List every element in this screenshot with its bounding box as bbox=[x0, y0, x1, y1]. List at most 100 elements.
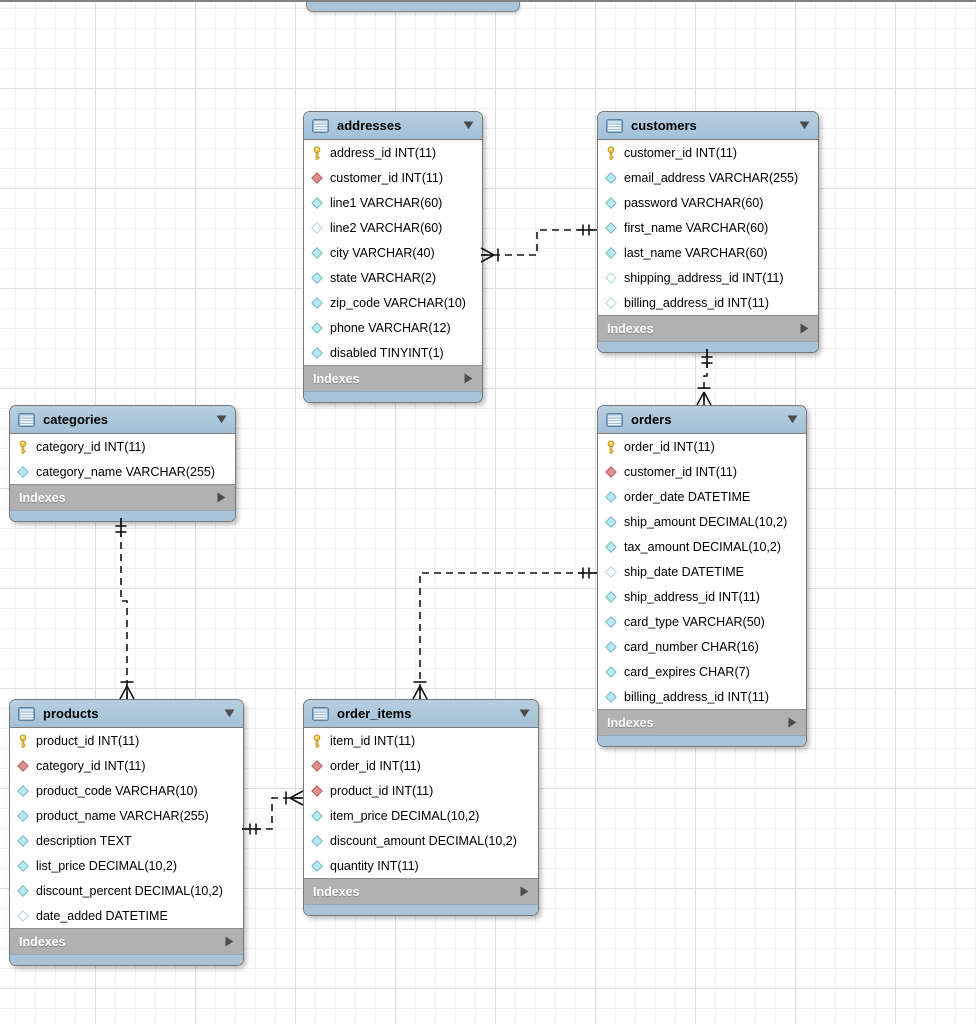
field-row[interactable]: customer_id INT(11) bbox=[304, 165, 482, 190]
field-row[interactable]: category_id INT(11) bbox=[10, 753, 243, 778]
table-title: addresses bbox=[337, 118, 402, 133]
field-row[interactable]: state VARCHAR(2) bbox=[304, 265, 482, 290]
field-row[interactable]: line1 VARCHAR(60) bbox=[304, 190, 482, 215]
field-row[interactable]: item_id INT(11) bbox=[304, 728, 538, 753]
field-label: discount_percent DECIMAL(10,2) bbox=[36, 883, 223, 898]
table-header[interactable]: customers bbox=[598, 112, 818, 140]
field-row[interactable]: item_price DECIMAL(10,2) bbox=[304, 803, 538, 828]
expand-arrow-icon[interactable] bbox=[788, 717, 797, 728]
expand-arrow-icon[interactable] bbox=[464, 373, 473, 384]
field-row[interactable]: phone VARCHAR(12) bbox=[304, 315, 482, 340]
table-title: orders bbox=[631, 412, 672, 427]
table-footer bbox=[598, 341, 818, 352]
expand-arrow-icon[interactable] bbox=[217, 492, 226, 503]
table-fields: customer_id INT(11)email_address VARCHAR… bbox=[598, 140, 818, 315]
field-row[interactable]: ship_address_id INT(11) bbox=[598, 584, 806, 609]
field-row[interactable]: ship_date DATETIME bbox=[598, 559, 806, 584]
table-icon bbox=[606, 118, 623, 133]
key-icon bbox=[311, 145, 323, 160]
column-icon bbox=[17, 809, 29, 822]
table-header[interactable]: products bbox=[10, 700, 243, 728]
indexes-bar[interactable]: Indexes bbox=[598, 709, 806, 735]
field-row[interactable]: shipping_address_id INT(11) bbox=[598, 265, 818, 290]
relationship-customers-addresses[interactable] bbox=[480, 224, 597, 263]
field-row[interactable]: list_price DECIMAL(10,2) bbox=[10, 853, 243, 878]
field-row[interactable]: ship_amount DECIMAL(10,2) bbox=[598, 509, 806, 534]
indexes-bar[interactable]: Indexes bbox=[10, 484, 235, 510]
field-row[interactable]: tax_amount DECIMAL(10,2) bbox=[598, 534, 806, 559]
collapse-arrow-icon[interactable] bbox=[787, 415, 798, 424]
field-row[interactable]: address_id INT(11) bbox=[304, 140, 482, 165]
relationship-categories-products[interactable] bbox=[115, 518, 135, 700]
field-row[interactable]: order_date DATETIME bbox=[598, 484, 806, 509]
field-row[interactable]: card_type VARCHAR(50) bbox=[598, 609, 806, 634]
field-row[interactable]: product_code VARCHAR(10) bbox=[10, 778, 243, 803]
relationship-orders-order_items[interactable] bbox=[412, 567, 597, 700]
field-row[interactable]: zip_code VARCHAR(10) bbox=[304, 290, 482, 315]
collapse-arrow-icon[interactable] bbox=[519, 709, 530, 718]
relationship-customers-orders[interactable] bbox=[696, 349, 713, 406]
field-row[interactable]: city VARCHAR(40) bbox=[304, 240, 482, 265]
field-label: description TEXT bbox=[36, 833, 132, 848]
field-row[interactable]: order_id INT(11) bbox=[304, 753, 538, 778]
field-row[interactable]: discount_percent DECIMAL(10,2) bbox=[10, 878, 243, 903]
column-icon bbox=[311, 859, 323, 872]
field-label: phone VARCHAR(12) bbox=[330, 320, 451, 335]
indexes-bar[interactable]: Indexes bbox=[598, 315, 818, 341]
field-row[interactable]: last_name VARCHAR(60) bbox=[598, 240, 818, 265]
field-label: product_code VARCHAR(10) bbox=[36, 783, 198, 798]
field-row[interactable]: disabled TINYINT(1) bbox=[304, 340, 482, 365]
expand-arrow-icon[interactable] bbox=[225, 936, 234, 947]
key-icon bbox=[17, 733, 29, 748]
field-row[interactable]: customer_id INT(11) bbox=[598, 140, 818, 165]
field-row[interactable]: category_name VARCHAR(255) bbox=[10, 459, 235, 484]
indexes-label: Indexes bbox=[19, 490, 66, 505]
foreign-key-icon bbox=[311, 759, 323, 772]
table-header[interactable]: orders bbox=[598, 406, 806, 434]
field-row[interactable]: line2 VARCHAR(60) bbox=[304, 215, 482, 240]
field-row[interactable]: product_id INT(11) bbox=[10, 728, 243, 753]
expand-arrow-icon[interactable] bbox=[520, 886, 529, 897]
field-row[interactable]: customer_id INT(11) bbox=[598, 459, 806, 484]
indexes-bar[interactable]: Indexes bbox=[10, 928, 243, 954]
field-row[interactable]: category_id INT(11) bbox=[10, 434, 235, 459]
field-row[interactable]: card_expires CHAR(7) bbox=[598, 659, 806, 684]
table-header[interactable]: categories bbox=[10, 406, 235, 434]
field-label: password VARCHAR(60) bbox=[624, 195, 764, 210]
table-header[interactable]: order_items bbox=[304, 700, 538, 728]
field-row[interactable]: password VARCHAR(60) bbox=[598, 190, 818, 215]
field-label: date_added DATETIME bbox=[36, 908, 168, 923]
column-icon bbox=[605, 246, 617, 259]
field-row[interactable]: first_name VARCHAR(60) bbox=[598, 215, 818, 240]
field-row[interactable]: product_id INT(11) bbox=[304, 778, 538, 803]
foreign-key-icon bbox=[311, 784, 323, 797]
field-row[interactable]: billing_address_id INT(11) bbox=[598, 290, 818, 315]
indexes-bar[interactable]: Indexes bbox=[304, 878, 538, 904]
field-row[interactable]: date_added DATETIME bbox=[10, 903, 243, 928]
field-row[interactable]: description TEXT bbox=[10, 828, 243, 853]
table-addresses[interactable]: addresses address_id INT(11)customer_id I… bbox=[303, 111, 483, 403]
key-icon bbox=[17, 439, 29, 454]
relationship-products-order_items[interactable] bbox=[242, 790, 304, 835]
table-orders[interactable]: orders order_id INT(11)customer_id INT(11… bbox=[597, 405, 807, 747]
table-header[interactable]: addresses bbox=[304, 112, 482, 140]
field-row[interactable]: discount_amount DECIMAL(10,2) bbox=[304, 828, 538, 853]
collapse-arrow-icon[interactable] bbox=[463, 121, 474, 130]
field-row[interactable]: email_address VARCHAR(255) bbox=[598, 165, 818, 190]
expand-arrow-icon[interactable] bbox=[800, 323, 809, 334]
collapse-arrow-icon[interactable] bbox=[799, 121, 810, 130]
field-label: category_name VARCHAR(255) bbox=[36, 464, 216, 479]
field-row[interactable]: product_name VARCHAR(255) bbox=[10, 803, 243, 828]
indexes-bar[interactable]: Indexes bbox=[304, 365, 482, 391]
field-row[interactable]: billing_address_id INT(11) bbox=[598, 684, 806, 709]
field-row[interactable]: quantity INT(11) bbox=[304, 853, 538, 878]
collapse-arrow-icon[interactable] bbox=[216, 415, 227, 424]
collapse-arrow-icon[interactable] bbox=[224, 709, 235, 718]
field-row[interactable]: order_id INT(11) bbox=[598, 434, 806, 459]
field-row[interactable]: card_number CHAR(16) bbox=[598, 634, 806, 659]
